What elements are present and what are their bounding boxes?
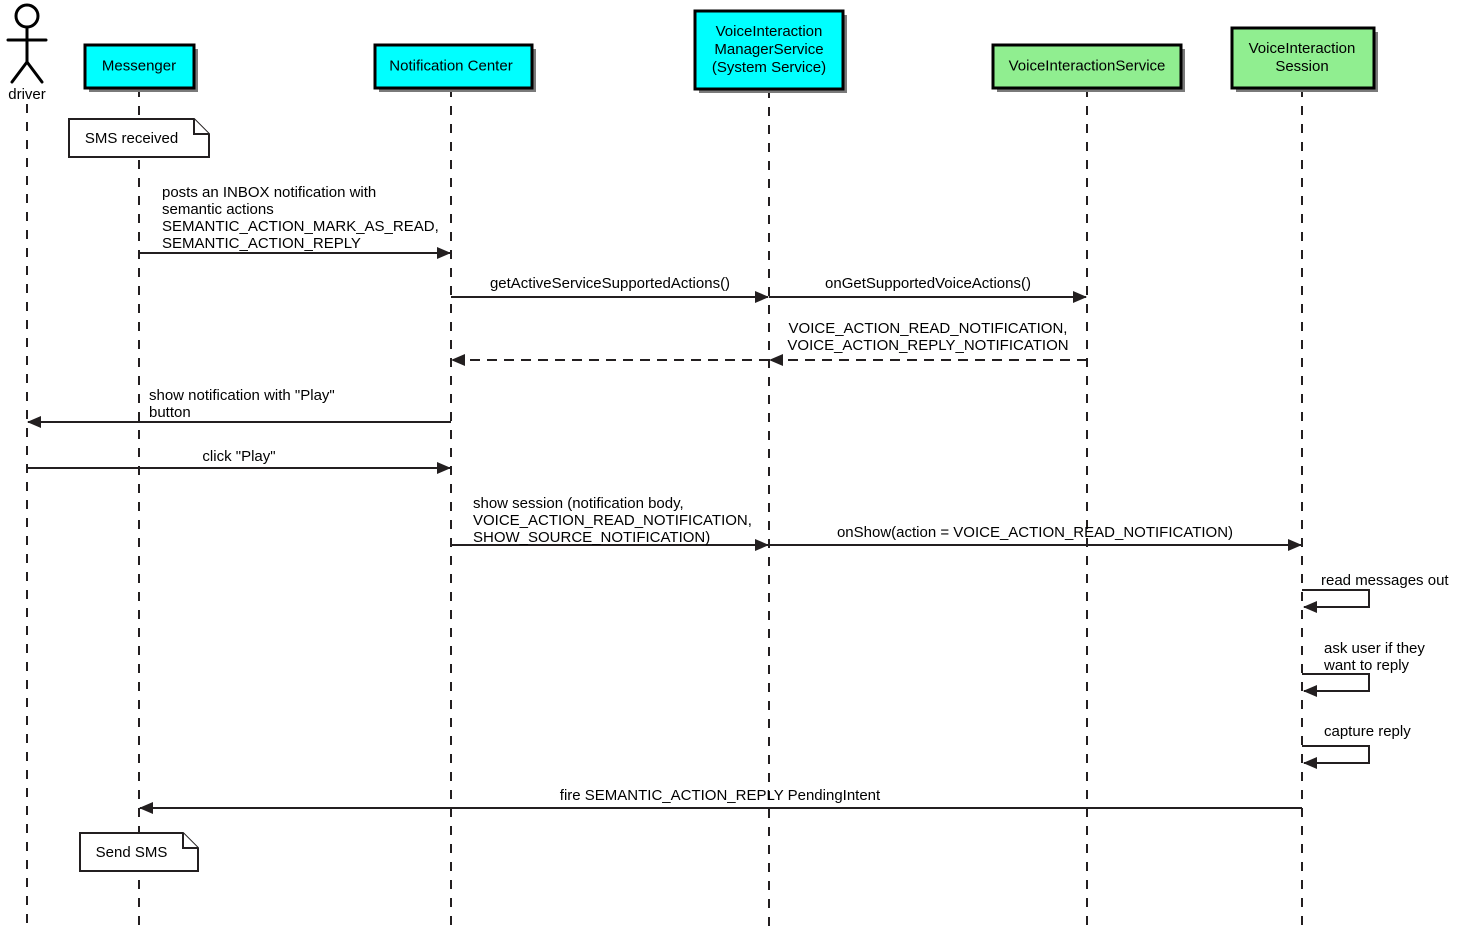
participant-box[interactable] bbox=[693, 9, 845, 91]
message-msg-fire-semantic-action-reply-pendingintent: fire SEMANTIC_ACTION_REPLY PendingIntent bbox=[139, 787, 1302, 814]
note-fold-corner-icon bbox=[193, 119, 209, 135]
message-label: VOICE_ACTION_REPLY_NOTIFICATION bbox=[787, 337, 1068, 354]
message-label: show session (notification body, bbox=[473, 495, 684, 512]
message-label: posts an INBOX notification with bbox=[162, 184, 376, 201]
message-label: semantic actions bbox=[162, 201, 274, 218]
message-msg-show-notification-with-play-button: show notification with "Play"button bbox=[27, 387, 451, 428]
self-message-arrow bbox=[1302, 745, 1370, 769]
participant-box[interactable] bbox=[1230, 26, 1376, 90]
note-fold-corner-icon bbox=[182, 833, 198, 849]
message-msg-post-inbox-notification: posts an INBOX notification withsemantic… bbox=[139, 184, 451, 259]
message-label: SEMANTIC_ACTION_MARK_AS_READ, bbox=[162, 218, 439, 235]
participant-label: Messenger bbox=[102, 57, 176, 74]
participant-box[interactable] bbox=[991, 43, 1183, 90]
actor-driver: driver bbox=[6, 3, 48, 103]
message-msg-click-play: click "Play" bbox=[27, 448, 451, 474]
lifelines-group bbox=[26, 88, 1303, 929]
note-body bbox=[68, 118, 210, 158]
note-body bbox=[79, 832, 199, 872]
messages-group: posts an INBOX notification withsemantic… bbox=[27, 184, 1302, 814]
participant-box[interactable] bbox=[373, 43, 534, 90]
participant-messenger[interactable]: Messenger bbox=[83, 43, 198, 92]
self-message-arrow bbox=[1302, 673, 1370, 697]
self-message-self-read-messages-out: read messages out bbox=[1302, 572, 1449, 613]
note-label: SMS received bbox=[85, 130, 178, 147]
message-msg-on-show: onShow(action = VOICE_ACTION_READ_NOTIFI… bbox=[769, 524, 1302, 551]
message-label: onGetSupportedVoiceActions() bbox=[825, 275, 1031, 292]
message-label: getActiveServiceSupportedActions() bbox=[490, 275, 730, 292]
message-label: SHOW_SOURCE_NOTIFICATION) bbox=[473, 529, 710, 546]
note-note-send-sms: Send SMS bbox=[79, 832, 199, 872]
message-label: show notification with "Play" bbox=[149, 387, 335, 404]
message-label: VOICE_ACTION_READ_NOTIFICATION, bbox=[789, 320, 1068, 337]
participant-box[interactable] bbox=[83, 43, 196, 90]
message-label: onShow(action = VOICE_ACTION_READ_NOTIFI… bbox=[837, 524, 1233, 541]
message-label: SEMANTIC_ACTION_REPLY bbox=[162, 235, 361, 252]
actor-leg-right-icon bbox=[25, 60, 44, 84]
self-message-label: read messages out bbox=[1321, 572, 1449, 589]
message-msg-show-session: show session (notification body,VOICE_AC… bbox=[451, 495, 769, 551]
self-message-label: ask user if they bbox=[1324, 640, 1425, 657]
participant-notification-center[interactable]: Notification Center bbox=[373, 43, 536, 92]
participant-label: (System Service) bbox=[712, 59, 826, 76]
participant-label: VoiceInteraction bbox=[1249, 40, 1356, 57]
self-message-self-capture-reply: capture reply bbox=[1302, 723, 1411, 769]
message-msg-on-get-supported-voice-actions: onGetSupportedVoiceActions() bbox=[769, 275, 1087, 303]
self-message-label: want to reply bbox=[1323, 657, 1410, 674]
self-message-label: capture reply bbox=[1324, 723, 1411, 740]
note-note-sms-received: SMS received bbox=[68, 118, 210, 158]
participant-label: VoiceInteractionService bbox=[1009, 57, 1166, 74]
self-message-arrow bbox=[1302, 589, 1370, 613]
message-label: fire SEMANTIC_ACTION_REPLY PendingIntent bbox=[560, 787, 881, 804]
note-label: Send SMS bbox=[96, 844, 168, 861]
actor-head-icon bbox=[14, 3, 40, 29]
message-label: button bbox=[149, 404, 191, 421]
participant-label: Notification Center bbox=[389, 57, 512, 74]
message-msg-return-voice-actions-to-vims: VOICE_ACTION_READ_NOTIFICATION,VOICE_ACT… bbox=[769, 320, 1087, 366]
message-label: click "Play" bbox=[202, 448, 275, 465]
actor-label: driver bbox=[8, 86, 46, 103]
participant-label: ManagerService bbox=[714, 41, 823, 58]
participant-voiceinteraction-service[interactable]: VoiceInteractionService bbox=[991, 43, 1185, 92]
participant-label: Session bbox=[1275, 58, 1328, 75]
message-msg-get-active-service-supported-actions: getActiveServiceSupportedActions() bbox=[451, 275, 769, 303]
message-label: VOICE_ACTION_READ_NOTIFICATION, bbox=[473, 512, 752, 529]
participant-label: VoiceInteraction bbox=[716, 23, 823, 40]
actor-leg-left-icon bbox=[10, 60, 29, 84]
participant-boxes-group: Messenger Notification Center VoiceInterac… bbox=[83, 9, 1378, 93]
